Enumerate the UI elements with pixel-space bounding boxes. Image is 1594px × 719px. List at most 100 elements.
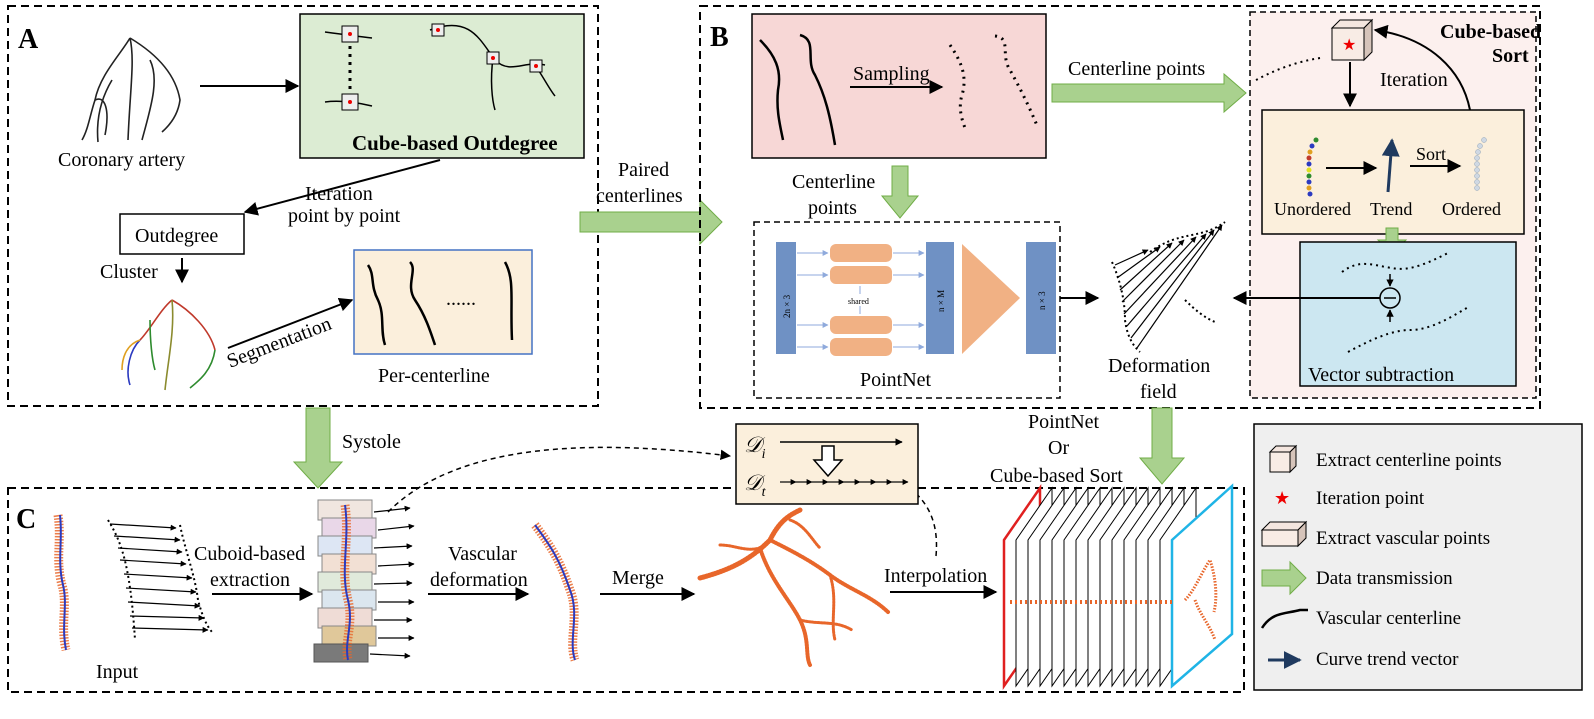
centerline-points-label-1: Centerline <box>792 171 875 193</box>
iteration-label-1: Iteration <box>305 183 373 205</box>
ordered-label: Ordered <box>1442 199 1501 219</box>
pointnet-or-sort-connector: PointNet Or Cube-based Sort <box>990 407 1186 487</box>
unordered-label: Unordered <box>1274 199 1351 219</box>
cuboid-label-2: extraction <box>210 569 290 591</box>
cuboid-label-1: Cuboid-based <box>194 543 305 565</box>
sort-title-2: Sort <box>1492 45 1529 67</box>
deformed-vessel-icon <box>531 522 580 662</box>
outdegree-box <box>119 213 245 255</box>
vascular-deformation-label-2: deformation <box>430 569 528 591</box>
legend-item-trend: Curve trend vector <box>1268 649 1459 670</box>
legend-item-cube: Extract centerline points <box>1268 444 1502 474</box>
ordered-points-icon <box>1474 137 1487 191</box>
svg-text:Extract vascular points: Extract vascular points <box>1316 528 1490 549</box>
sampling-label: Sampling <box>853 63 930 85</box>
merged-vessel-tree-icon <box>697 507 890 667</box>
systole-label: Systole <box>342 431 401 453</box>
per-centerline-label: Per-centerline <box>378 365 490 387</box>
cube-icons <box>324 23 556 111</box>
cuboid-stack-icon <box>313 499 415 663</box>
panel-b: B Sampling Centerline points Centerline … <box>699 5 1541 409</box>
input-vessel-icon <box>53 514 71 652</box>
svg-text:Paired: Paired <box>618 159 669 181</box>
svg-text:n × 3: n × 3 <box>1037 291 1047 310</box>
cube-icon <box>1269 451 1291 473</box>
coronary-artery-label: Coronary artery <box>58 149 185 171</box>
vector-subtraction-label: Vector subtraction <box>1308 364 1454 386</box>
svg-text:Extract centerline points: Extract centerline points <box>1316 450 1502 471</box>
svg-text:centerlines: centerlines <box>596 185 683 207</box>
interpolation-label: Interpolation <box>884 565 987 587</box>
paired-centerlines-connector: Paired centerlines <box>579 159 723 246</box>
cube-icon: ★ <box>1330 18 1374 62</box>
systole-connector: Systole <box>292 407 401 489</box>
down-hollow-arrow-icon <box>812 445 844 478</box>
svg-text:Or: Or <box>1048 437 1069 459</box>
merge-label: Merge <box>612 567 664 589</box>
curve-icon <box>1260 608 1308 629</box>
iteration-loop-arrow <box>1373 24 1471 111</box>
centerline-points-label-2: points <box>808 197 857 219</box>
cuboid-icon <box>1261 529 1299 547</box>
sort-title-1: Cube-based <box>1440 21 1541 43</box>
di-symbol: 𝒟i <box>744 432 766 462</box>
green-arrow-icon <box>292 407 344 489</box>
green-arrow-icon <box>1138 407 1186 485</box>
pointnet-box <box>753 221 1061 399</box>
legend-item-data-transmission: Data transmission <box>1261 560 1453 596</box>
to-formula-dashed-arrow <box>387 446 732 513</box>
vector-subtraction-box <box>1299 241 1517 387</box>
green-arrow-icon <box>1051 72 1247 114</box>
input-vector-field-icon <box>107 519 213 641</box>
green-arrow-icon <box>1261 560 1307 596</box>
coronary-artery-icon <box>81 37 181 143</box>
svg-text:Curve trend vector: Curve trend vector <box>1316 649 1459 670</box>
centerline-segments-icon <box>366 261 514 346</box>
vascular-deformation-label-1: Vascular <box>448 543 517 565</box>
clustered-tree-icon <box>121 299 216 391</box>
unordered-points-icon <box>1306 137 1319 197</box>
svg-text:Vascular centerline: Vascular centerline <box>1316 608 1461 629</box>
panel-a-letter: A <box>18 24 39 55</box>
panel-a: A Coronary artery <box>7 5 599 407</box>
arrow-to-outdegree-box <box>243 159 441 216</box>
dt-symbol: 𝒟t <box>744 470 767 500</box>
svg-text:shared: shared <box>848 297 869 306</box>
sampling-curves-icon <box>759 33 1040 146</box>
segment-ellipsis: ...... <box>446 288 476 310</box>
star-icon: ★ <box>1342 37 1356 54</box>
svg-text:2n × 3: 2n × 3 <box>782 294 792 318</box>
legend-item-cuboid: Extract vascular points <box>1260 520 1490 549</box>
svg-text:PointNet: PointNet <box>1028 411 1100 433</box>
iteration-label: Iteration <box>1380 69 1448 91</box>
per-centerline-box <box>353 249 533 355</box>
svg-text:Data transmission: Data transmission <box>1316 568 1453 589</box>
panel-b-letter: B <box>710 22 729 53</box>
green-arrow-icon <box>880 165 920 219</box>
svg-text:n × M: n × M <box>936 290 946 312</box>
input-label: Input <box>96 661 139 683</box>
panel-c-letter: C <box>16 504 36 535</box>
deformation-label-2: field <box>1140 381 1177 403</box>
star-icon: ★ <box>1274 488 1290 508</box>
pointnet-label: PointNet <box>860 369 932 391</box>
deformation-label-1: Deformation <box>1108 355 1210 377</box>
cluster-label: Cluster <box>100 261 158 283</box>
outdegree-box-label: Outdegree <box>135 225 218 247</box>
iteration-label-2: point by point <box>288 205 401 227</box>
outdegree-title: Cube-based Outdegree <box>352 131 558 155</box>
panel-c: C Input Cuboid-based extraction <box>7 423 1245 693</box>
legend: Extract centerline points ★ Iteration po… <box>1253 423 1583 691</box>
segmentation-arrow <box>227 298 354 349</box>
frame-sequence-icon <box>1002 483 1234 691</box>
svg-text:Iteration point: Iteration point <box>1316 488 1425 509</box>
trend-arrow-icon <box>1381 138 1400 193</box>
sort-arrow-label: Sort <box>1416 144 1446 164</box>
trend-label: Trend <box>1370 199 1412 219</box>
centerline-points-top-label: Centerline points <box>1068 58 1205 80</box>
legend-item-centerline: Vascular centerline <box>1260 608 1461 629</box>
svg-text:Cube-based Sort: Cube-based Sort <box>990 465 1123 487</box>
legend-item-star: ★ Iteration point <box>1274 488 1425 509</box>
deformation-field-icon <box>1111 221 1226 353</box>
